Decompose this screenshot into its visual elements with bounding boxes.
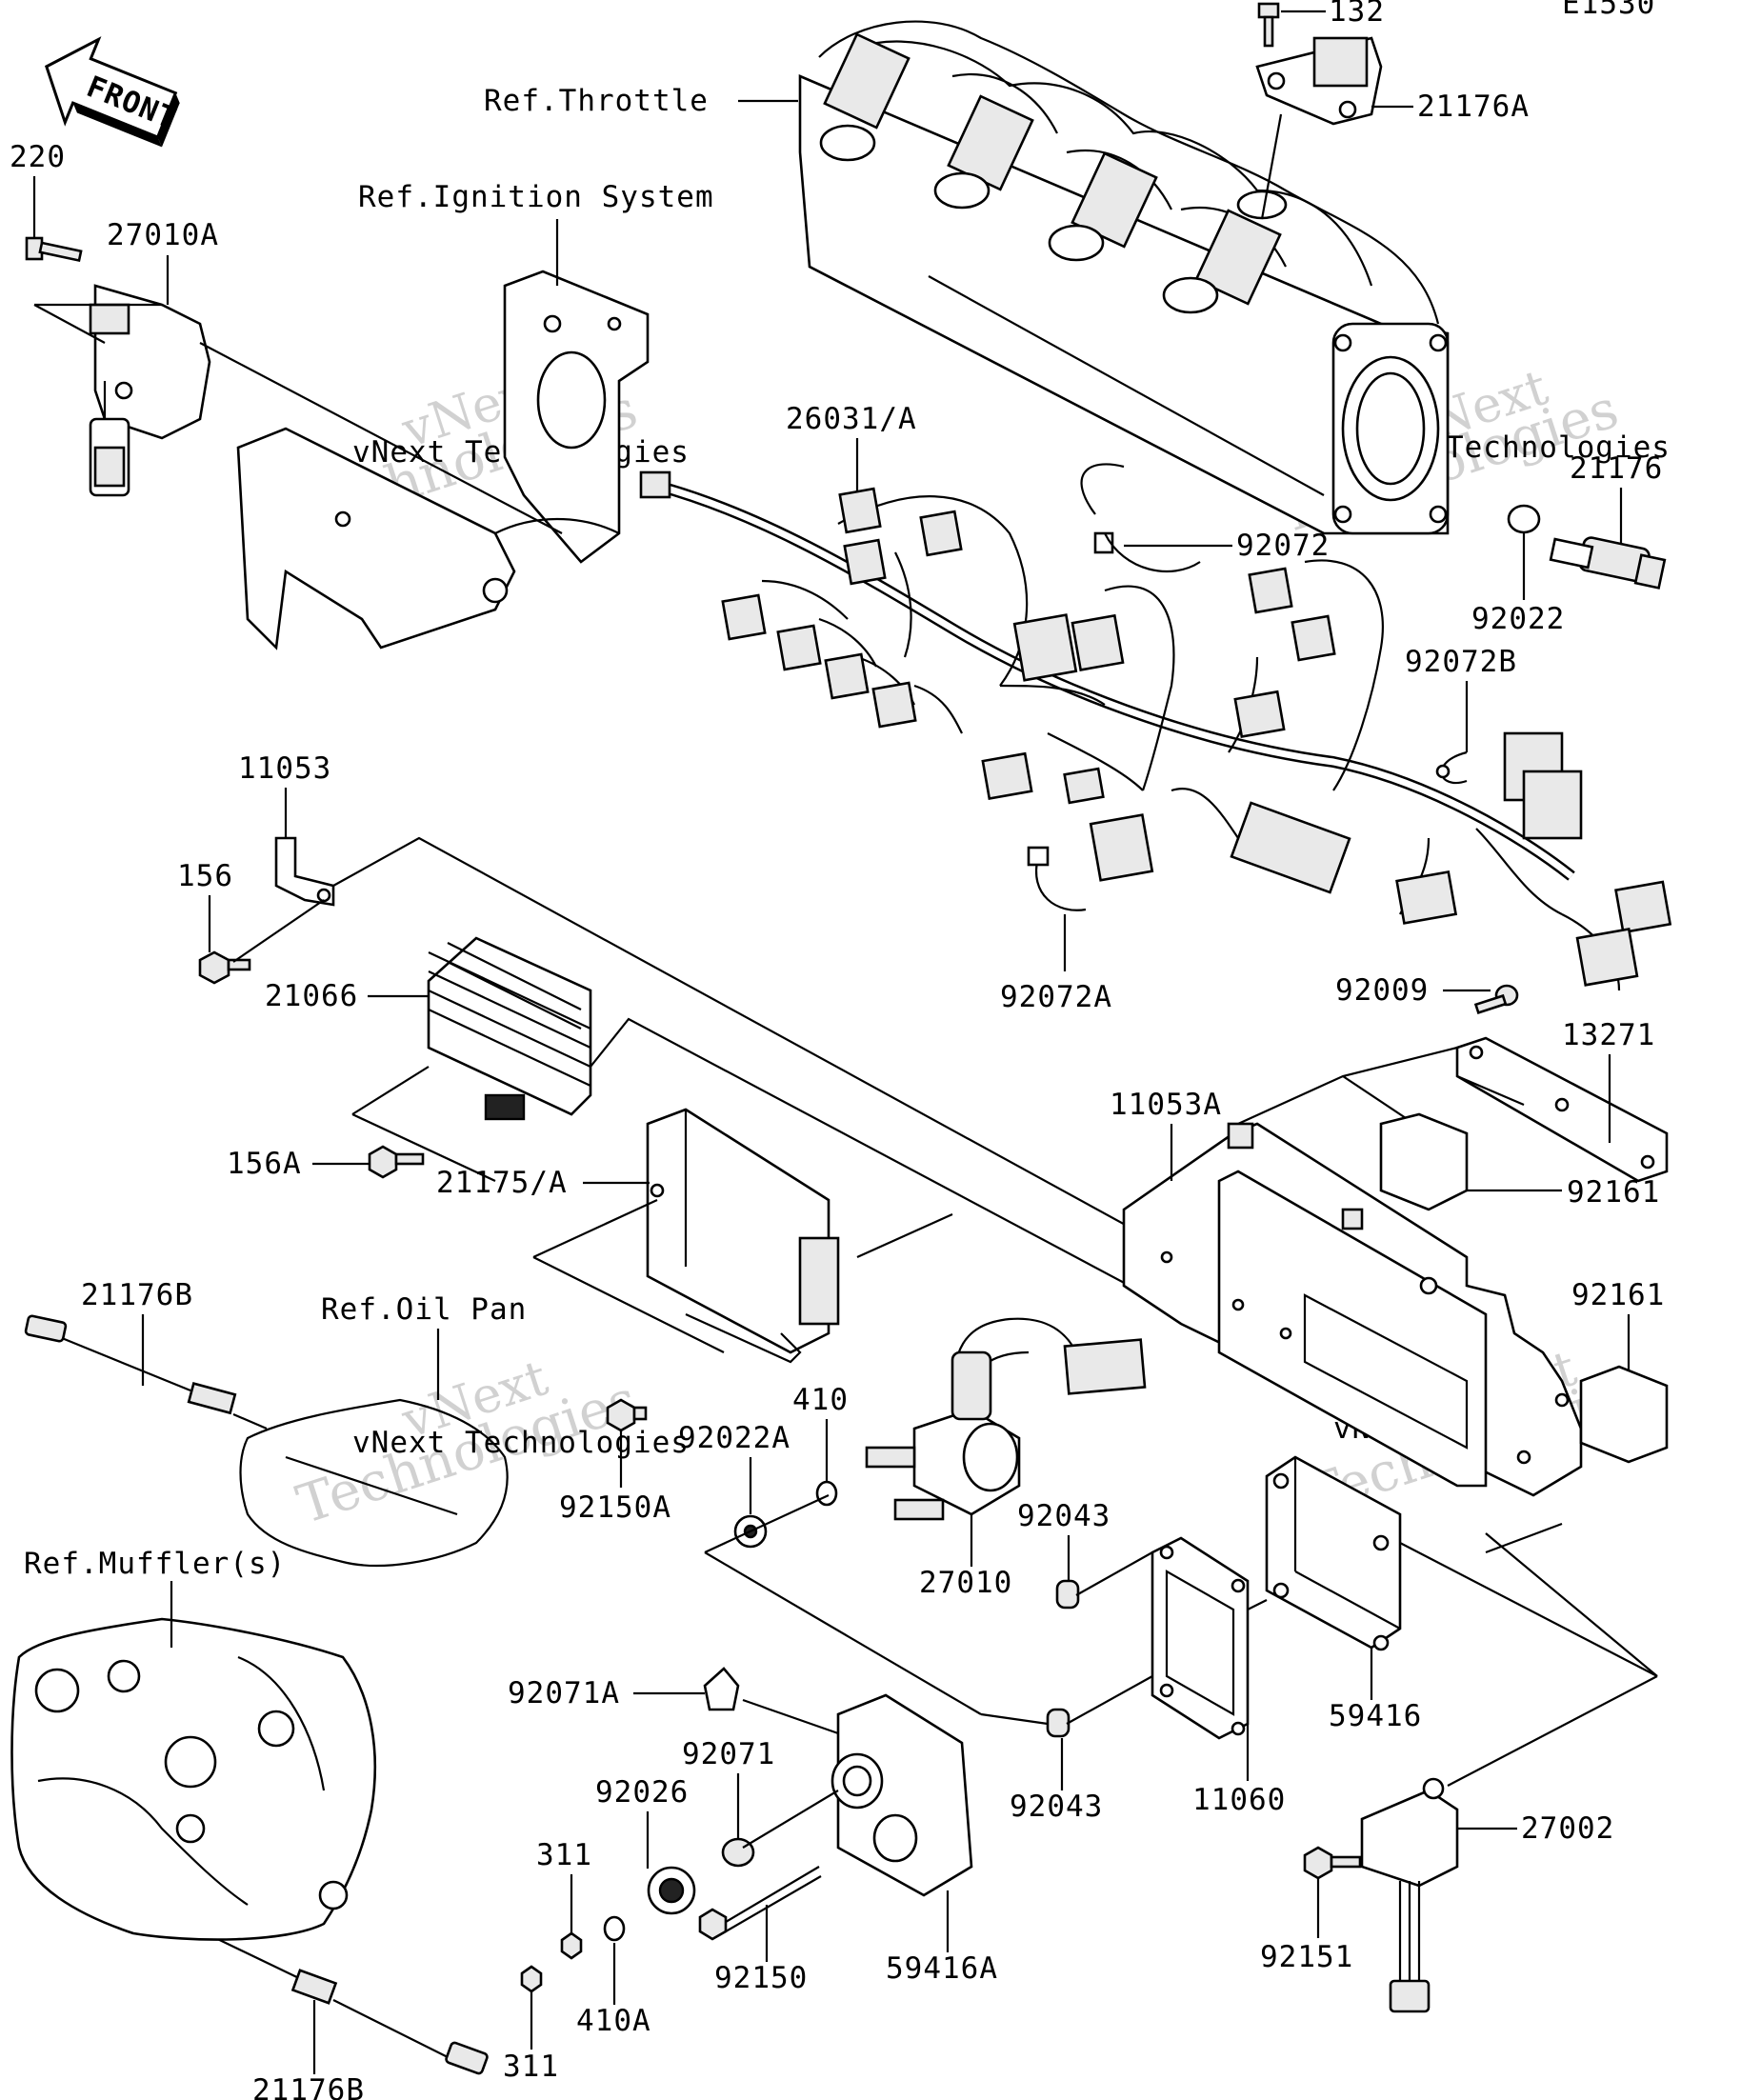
part-label-11053: 11053 xyxy=(238,751,331,786)
part-label-92009: 92009 xyxy=(1335,973,1429,1008)
part-label-92150: 92150 xyxy=(714,1961,808,1995)
part-label-92161-right: 92161 xyxy=(1571,1278,1665,1312)
ref-ignition-label: Ref.Ignition System xyxy=(358,180,714,214)
part-label-13271: 13271 xyxy=(1562,1018,1655,1052)
part-label-92043-bottom: 92043 xyxy=(1010,1790,1103,1824)
dowel-92043-top-icon xyxy=(1055,1579,1080,1610)
washer-410-icon xyxy=(815,1480,838,1507)
part-label-26031A: 26031/A xyxy=(786,402,917,436)
washer-92022-icon xyxy=(1507,504,1541,534)
part-label-11053A: 11053A xyxy=(1110,1088,1222,1122)
relay-27010A xyxy=(89,284,211,497)
nut-311-top-icon xyxy=(560,1931,583,1960)
part-label-92071: 92071 xyxy=(682,1737,775,1771)
gasket-11060 xyxy=(1151,1536,1250,1740)
plate-13271 xyxy=(1455,1036,1669,1183)
ref-muffler-label: Ref.Muffler(s) xyxy=(24,1547,286,1581)
part-label-92072B: 92072B xyxy=(1405,645,1517,679)
block-92161-right xyxy=(1579,1365,1669,1464)
grommet-92026 xyxy=(647,1866,696,1915)
bolt-92009-icon xyxy=(1473,984,1519,1015)
bolt-156A-icon xyxy=(368,1145,425,1179)
bolt-132-icon xyxy=(1257,2,1280,48)
part-label-92150A: 92150A xyxy=(559,1490,671,1525)
regulator-21066 xyxy=(427,936,592,1121)
part-label-27010A: 27010A xyxy=(107,218,219,252)
bolt-220-icon xyxy=(25,236,83,263)
part-label-132: 132 xyxy=(1329,0,1385,29)
part-label-92043-top: 92043 xyxy=(1017,1499,1111,1533)
part-label-27010: 27010 xyxy=(919,1566,1012,1600)
part-label-11060: 11060 xyxy=(1192,1783,1286,1817)
ecu-21175A xyxy=(646,1108,840,1364)
bolt-92151-icon xyxy=(1303,1846,1362,1880)
part-label-220: 220 xyxy=(10,140,66,174)
bracket-11053 xyxy=(274,836,335,907)
part-label-21175A: 21175/A xyxy=(436,1166,568,1200)
muffler xyxy=(10,1617,376,1941)
part-label-92022: 92022 xyxy=(1471,602,1565,636)
oil-pan xyxy=(239,1398,509,1567)
part-label-410: 410 xyxy=(792,1383,849,1417)
part-label-21176: 21176 xyxy=(1570,451,1663,486)
part-label-92071A: 92071A xyxy=(508,1676,620,1710)
part-label-21176A: 21176A xyxy=(1417,90,1530,124)
part-label-92161-top: 92161 xyxy=(1567,1175,1660,1210)
part-label-92072A: 92072A xyxy=(1000,980,1112,1014)
nut-311-bottom-icon xyxy=(520,1965,543,1993)
part-label-311-bottom: 311 xyxy=(503,2050,559,2084)
ref-throttle-label: Ref.Throttle xyxy=(484,84,709,118)
cover-59416A xyxy=(830,1693,973,1897)
part-label-92151: 92151 xyxy=(1260,1940,1353,1974)
part-label-59416: 59416 xyxy=(1329,1699,1422,1733)
throttle-position-sensor xyxy=(1255,36,1383,126)
part-label-59416A: 59416A xyxy=(886,1951,998,1986)
ref-oil-pan-label: Ref.Oil Pan xyxy=(321,1292,527,1327)
temperature-sensor-21176 xyxy=(1549,536,1667,590)
part-label-21066: 21066 xyxy=(265,979,358,1013)
tie-92072A xyxy=(1027,846,1087,911)
washer-410A-icon xyxy=(603,1915,626,1942)
watermark-text: vNext Technologies xyxy=(352,1426,690,1460)
sensor-21176B-top xyxy=(24,1314,268,1430)
part-label-21176B-bottom: 21176B xyxy=(252,2073,365,2100)
part-label-156A: 156A xyxy=(227,1147,302,1181)
part-label-21176B-top: 21176B xyxy=(81,1278,193,1312)
wiring-harness xyxy=(639,470,1672,991)
diagram-code: E1530 xyxy=(1562,0,1655,21)
part-label-92072: 92072 xyxy=(1236,529,1330,563)
tie-92072 xyxy=(1080,463,1201,573)
sensor-27002 xyxy=(1360,1777,1459,2013)
dowel-92043-bottom-icon xyxy=(1046,1708,1071,1738)
bolt-156-icon xyxy=(198,950,251,985)
throttle-body xyxy=(798,20,1450,535)
block-92161-top xyxy=(1379,1112,1469,1211)
cover-59416 xyxy=(1265,1455,1402,1651)
part-label-92026: 92026 xyxy=(595,1775,689,1810)
bolt-92150A-icon xyxy=(606,1398,648,1432)
plug-92071A xyxy=(703,1667,740,1711)
part-label-27002: 27002 xyxy=(1521,1811,1614,1846)
ignition-bracket xyxy=(236,270,650,650)
part-label-92022A: 92022A xyxy=(678,1421,790,1455)
solenoid-27010 xyxy=(865,1317,1147,1521)
tie-92072B xyxy=(1435,750,1468,784)
bolt-92150 xyxy=(698,1866,822,1941)
bracket-11053A xyxy=(1122,1122,1583,1497)
part-label-156: 156 xyxy=(177,859,233,893)
part-label-311-top: 311 xyxy=(536,1838,592,1872)
part-label-410A: 410A xyxy=(576,2004,651,2038)
